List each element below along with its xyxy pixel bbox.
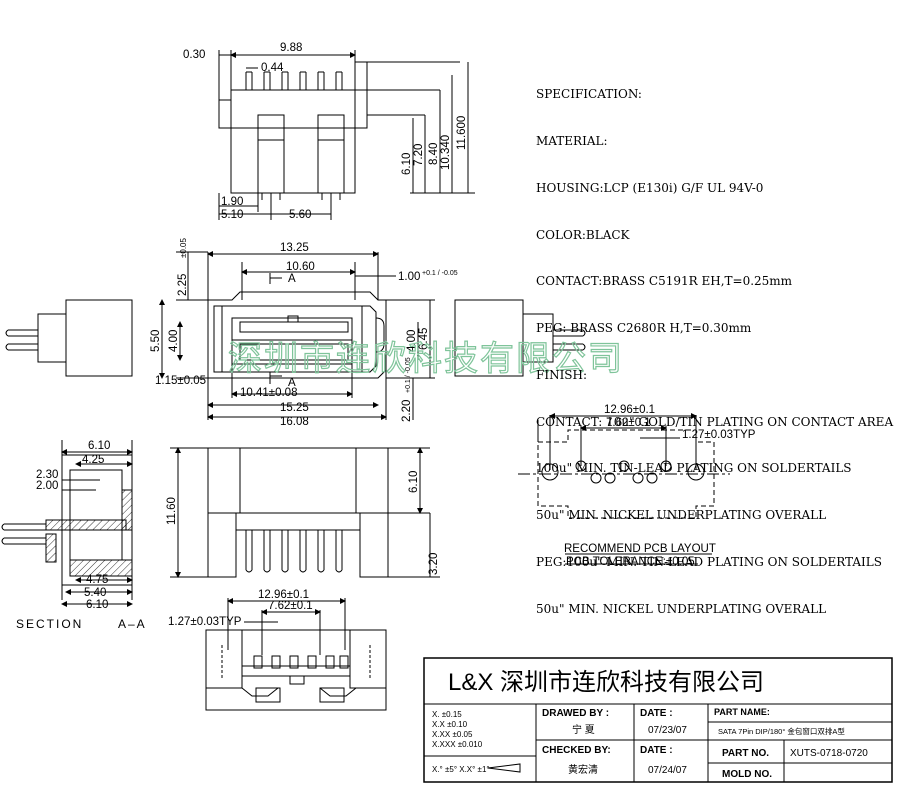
spec-line: PEG: BRASS C2680R H,T=0.30mm bbox=[536, 321, 752, 336]
dim-6-10: 6.10 bbox=[401, 153, 413, 175]
top-view-dims: 0.30 9.88 0.44 1.90 5.10 5.60 6.10 7.20 … bbox=[183, 42, 468, 221]
dim-5-60: 5.60 bbox=[289, 209, 311, 221]
dim-0-44: 0.44 bbox=[261, 62, 284, 74]
sec-dim-2-00: 2.00 bbox=[36, 480, 58, 492]
dim-10-41: 10.41±0.08 bbox=[240, 387, 297, 399]
section-a-mark-top: A bbox=[288, 273, 296, 285]
spec-line: COLOR:BLACK bbox=[536, 227, 630, 242]
spec-line: CONTACT: 10u" GOLD/TIN PLATING ON CONTAC… bbox=[536, 414, 894, 429]
right-profile bbox=[454, 299, 586, 377]
bot-dim-1-27: 1.27±0.03TYP bbox=[168, 616, 242, 628]
company-name: L&X 深圳市连欣科技有限公司 bbox=[448, 669, 764, 696]
part-name: SATA 7Pin DIP/180° 金包窗口双排A型 bbox=[718, 726, 845, 736]
spec-line: FINISH: bbox=[536, 367, 588, 382]
dim-1-00: 1.00 bbox=[398, 271, 420, 283]
sec-dim-2-30: 2.30 bbox=[36, 469, 58, 481]
checked-by-label: CHECKED BY: bbox=[542, 745, 611, 756]
dim-2-20-tol: +0.1 / -0.05 bbox=[405, 357, 412, 393]
dim-1-00-tol: +0.1 / -0.05 bbox=[422, 270, 458, 277]
dim-0-30: 0.30 bbox=[183, 49, 205, 61]
part-no: XUTS-0718-0720 bbox=[790, 748, 868, 759]
drawn-by: 宁 夏 bbox=[572, 723, 595, 736]
dim-7-20: 7.20 bbox=[413, 144, 425, 166]
dim-16-08: 16.08 bbox=[280, 416, 309, 428]
bot-dim-7-62: 7.62±0.1 bbox=[268, 600, 313, 612]
section-view-dims: 6.10 4.25 2.30 2.00 4.75 5.40 6.10 SECTI… bbox=[16, 440, 147, 631]
dim-2-25: 2.25 bbox=[177, 274, 189, 296]
pcb-title: RECOMMEND PCB LAYOUT bbox=[564, 543, 716, 555]
dim-5-10: 5.10 bbox=[221, 209, 243, 221]
spec-line: 50u" MIN. NICKEL UNDERPLATING OVERALL bbox=[536, 508, 827, 523]
watermark: 深圳市连欣科技有限公司 bbox=[228, 339, 624, 379]
checked-by: 黄宏清 bbox=[568, 763, 598, 776]
part-name-label: PART NAME: bbox=[714, 707, 770, 717]
spec-line: CONTACT:BRASS C5191R EH,T=0.25mm bbox=[536, 274, 793, 289]
section-title-suffix: A–A bbox=[118, 617, 147, 631]
date-label-1: DATE : bbox=[640, 708, 673, 719]
tol-4: X.XXX ±0.010 bbox=[432, 740, 483, 749]
pcb-layout-text: 12.96±0.1 7.62±0.1 1.27±0.03TYP RECOMMEN… bbox=[564, 404, 756, 568]
spec-line: SPECIFICATION: bbox=[536, 87, 642, 102]
side-view-dims: 11.60 6.10 3.20 bbox=[166, 471, 440, 575]
tol-1: X. ±0.15 bbox=[432, 710, 462, 719]
sec-dim-4-25: 4.25 bbox=[82, 454, 104, 466]
mold-no-label: MOLD NO. bbox=[722, 769, 772, 780]
spec-line: HOUSING:LCP (E130i) G/F UL 94V-0 bbox=[536, 180, 764, 195]
dim-13-25: 13.25 bbox=[280, 242, 309, 254]
front-view-dims: 13.25 10.60 1.00 +0.1 / -0.05 A 2.25 ±0.… bbox=[150, 237, 458, 428]
sec-dim-4-75: 4.75 bbox=[86, 574, 108, 586]
tol-3: X.XX ±0.05 bbox=[432, 730, 473, 739]
spec-line: MATERIAL: bbox=[536, 133, 608, 148]
dim-2-20: 2.20 bbox=[401, 400, 413, 422]
pcb-dim-12-96: 12.96±0.1 bbox=[604, 404, 655, 416]
side-dim-6-10: 6.10 bbox=[408, 471, 420, 493]
sec-dim-5-40: 5.40 bbox=[84, 587, 106, 599]
dim-8-40: 8.40 bbox=[428, 143, 440, 165]
side-dim-11-60: 11.60 bbox=[166, 497, 178, 525]
tol-2: X.X ±0.10 bbox=[432, 720, 468, 729]
spec-line: 100u" MIN. TIN-LEAD PLATING ON SOLDERTAI… bbox=[536, 461, 852, 476]
dim-10-340: 10.340 bbox=[440, 135, 452, 170]
dim-10-60: 10.60 bbox=[286, 261, 315, 273]
left-profile bbox=[5, 299, 133, 377]
dim-9-88: 9.88 bbox=[280, 42, 302, 54]
bot-dim-12-96: 12.96±0.1 bbox=[258, 589, 309, 601]
dim-4-00: 4.00 bbox=[168, 330, 180, 352]
dim-5-50: 5.50 bbox=[150, 330, 162, 352]
bottom-view-dims: 12.96±0.1 7.62±0.1 1.27±0.03TYP bbox=[168, 589, 313, 628]
drawn-by-label: DRAWED BY : bbox=[542, 708, 609, 719]
date-2: 07/24/07 bbox=[648, 765, 687, 776]
date-label-2: DATE : bbox=[640, 745, 673, 756]
title-block bbox=[423, 657, 893, 783]
side-dim-3-20: 3.20 bbox=[428, 553, 440, 575]
section-view bbox=[1, 440, 133, 607]
section-title: SECTION bbox=[16, 617, 83, 631]
top-view bbox=[218, 50, 475, 220]
pcb-dim-1-27: 1.27±0.03TYP bbox=[682, 429, 756, 441]
sec-dim-6-10: 6.10 bbox=[88, 440, 110, 452]
bottom-view bbox=[205, 598, 387, 711]
angle-tolerance: X.° ±5° X.X° ±1° bbox=[432, 765, 490, 774]
dim-15-25: 15.25 bbox=[280, 402, 309, 414]
pcb-dim-7-62: 7.62±0.1 bbox=[606, 417, 651, 429]
spec-line: PEG:100u" MIN. TIN-LEAD PLATING ON SOLDE… bbox=[536, 555, 882, 569]
side-view bbox=[170, 447, 440, 578]
specification-block: SPECIFICATION: MATERIAL: HOUSING:LCP (E1… bbox=[536, 56, 893, 633]
part-no-label: PART NO. bbox=[722, 748, 769, 759]
dim-6-45: 6.45 bbox=[418, 328, 430, 350]
spec-line: 50u" MIN. NICKEL UNDERPLATING OVERALL bbox=[536, 601, 827, 616]
pcb-layout bbox=[518, 413, 730, 565]
dim-4-00-r: 4.00 bbox=[406, 330, 418, 352]
title-block-text: L&X 深圳市连欣科技有限公司 X. ±0.15 X.X ±0.10 X.XX … bbox=[432, 669, 868, 780]
dim-1-15: 1.15±0.05 bbox=[155, 375, 206, 387]
pcb-tolerance: PCB TOLERANCE:±0.05 bbox=[566, 556, 695, 568]
front-view bbox=[159, 251, 435, 420]
dim-1-90: 1.90 bbox=[221, 196, 243, 208]
sec-dim-6-10-b: 6.10 bbox=[86, 599, 108, 611]
date-1: 07/23/07 bbox=[648, 725, 687, 736]
dim-2-25-tol: ±0.05 bbox=[179, 237, 188, 258]
section-a-mark-bottom: A bbox=[288, 377, 296, 389]
dim-11-600: 11.600 bbox=[456, 116, 468, 150]
